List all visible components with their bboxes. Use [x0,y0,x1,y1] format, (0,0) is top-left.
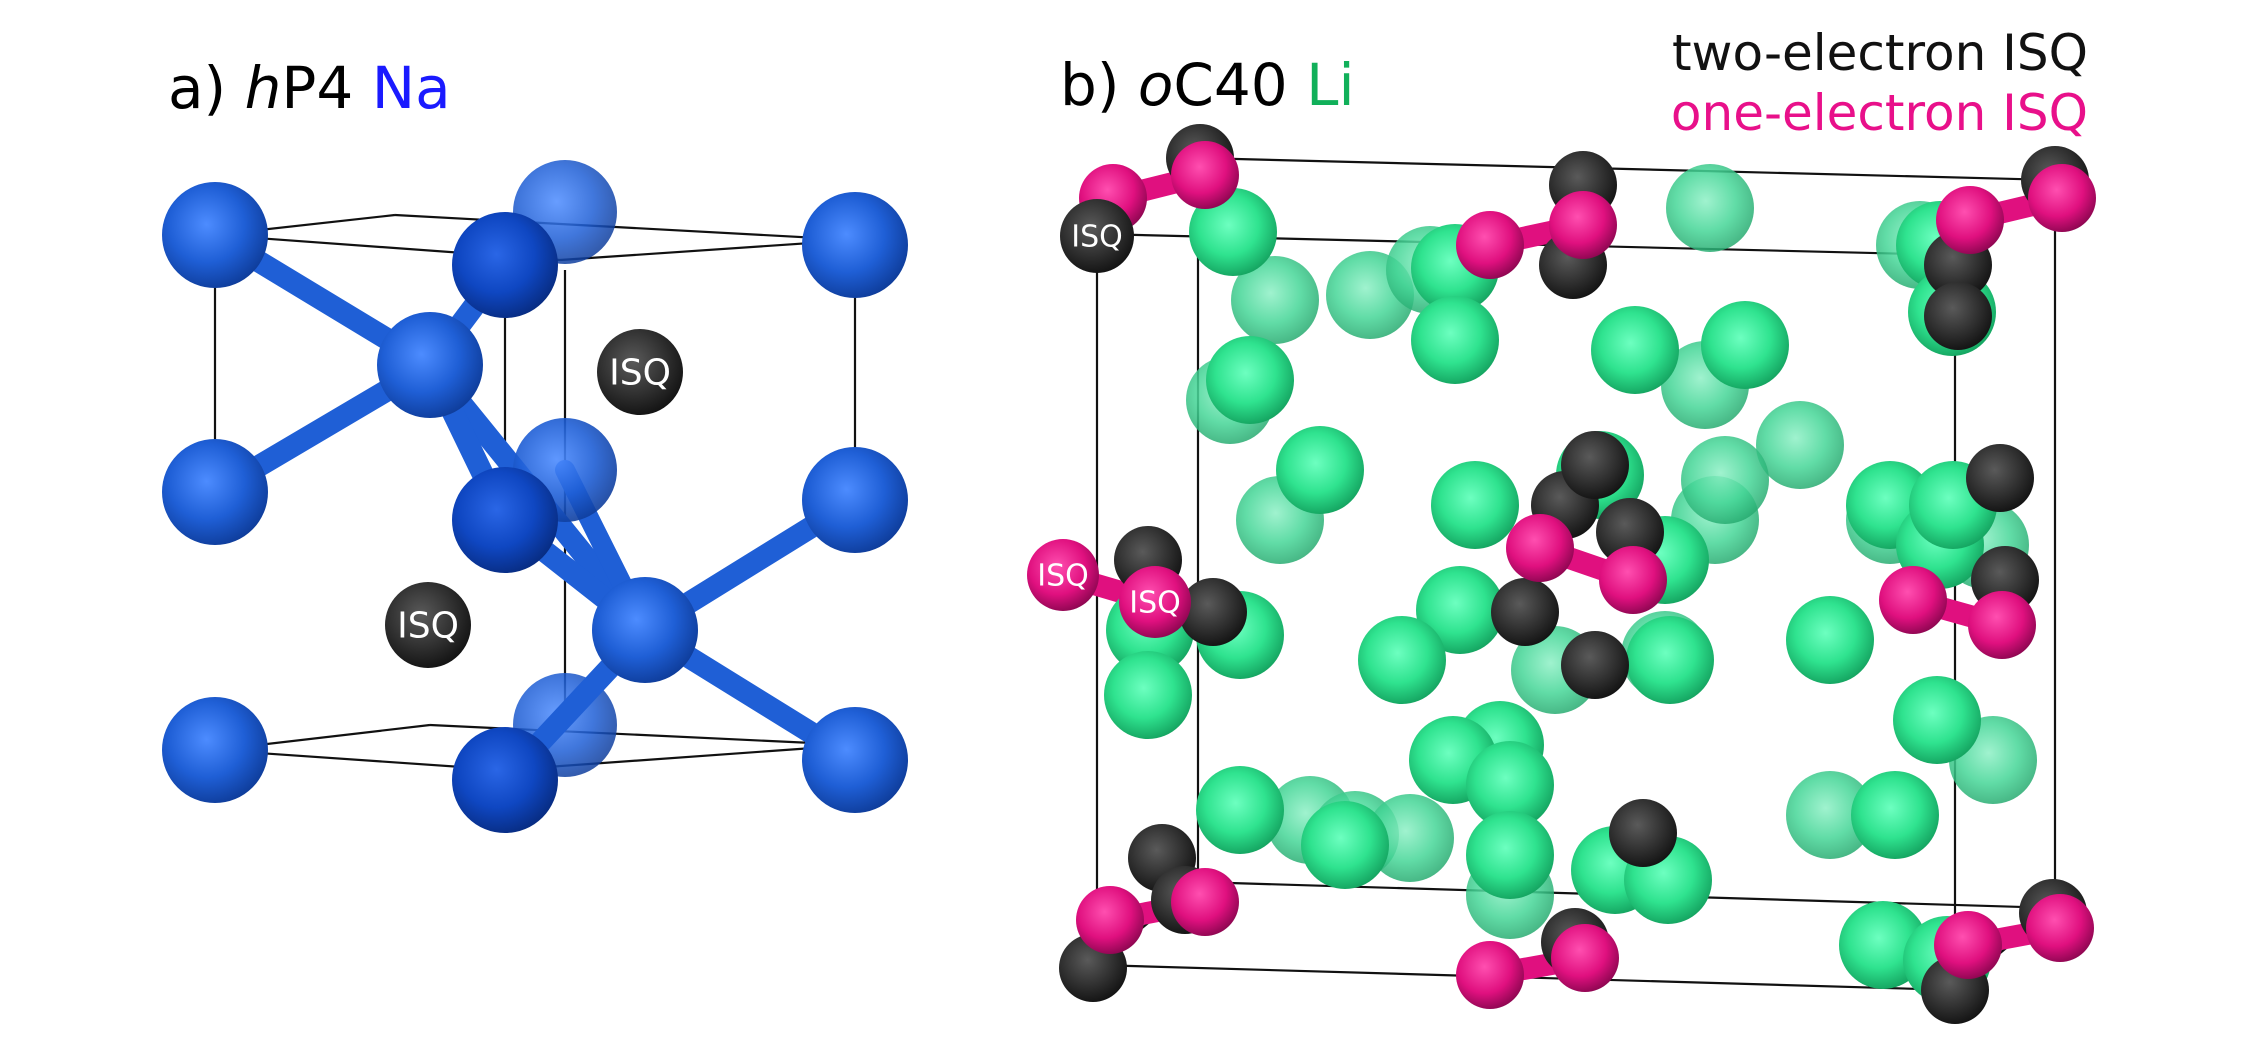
panel-b-isq: ISQ ISQ ISQ [1027,124,2096,1024]
na-atom [162,439,268,545]
na-atom [377,312,483,418]
isq-two-electron [1561,631,1629,699]
li-atom [1756,401,1844,489]
li-atom [1301,801,1389,889]
na-atom [802,447,908,553]
isq-one-electron [1076,886,1144,954]
na-atom [452,727,558,833]
legend-one-electron: one-electron ISQ [1671,84,2088,142]
na-atom [452,212,558,318]
isq-one-electron [1549,191,1617,259]
panel-a-atoms [162,182,908,833]
panel-b: b) oC40 Li two-electron ISQ one-electron… [1027,24,2096,1024]
na-atom [592,577,698,683]
isq-one-electron [1506,514,1574,582]
isq-one-electron [1968,591,2036,659]
panel-a-isq: ISQ ISQ [385,329,683,668]
li-atom [1366,794,1454,882]
li-atom [1431,461,1519,549]
isq-two-electron [1596,498,1664,566]
li-atom [1786,771,1874,859]
isq-two-electron [1609,799,1677,867]
na-atom [802,192,908,298]
li-atom [1893,676,1981,764]
isq-label: ISQ [1071,220,1123,255]
isq-label: ISQ [1129,586,1181,621]
panel-a-title: a) hP4 Na [168,54,451,122]
isq-label: ISQ [1037,559,1089,594]
isq-one-electron [1027,539,1099,611]
li-atom [1466,811,1554,899]
isq-two-electron [1491,578,1559,646]
isq-one-electron [1934,911,2002,979]
isq-two-electron [1060,199,1134,273]
isq-one-electron [1171,868,1239,936]
li-atom [1591,306,1679,394]
isq-two-electron [1966,444,2034,512]
li-atom [1411,296,1499,384]
isq-one-electron [1879,566,1947,634]
isq-one-electron [1599,546,1667,614]
li-atom [1189,188,1277,276]
isq-one-electron [1456,211,1524,279]
isq-one-electron [1171,141,1239,209]
li-atom [1104,651,1192,739]
na-atom [162,182,268,288]
li-atom [1358,616,1446,704]
li-atom [1626,616,1714,704]
isq-two-electron [1561,431,1629,499]
legend: two-electron ISQ one-electron ISQ [1671,24,2088,142]
isq-one-electron [1936,186,2004,254]
li-atom [1701,301,1789,389]
isq-two-electron [385,582,471,668]
isq-label: ISQ [609,353,671,394]
isq-two-electron [1924,282,1992,350]
isq-one-electron [1119,566,1191,638]
li-atom [1666,164,1754,252]
li-atom [1231,256,1319,344]
isq-label: ISQ [397,606,459,647]
isq-two-electron [597,329,683,415]
li-atom [1416,566,1504,654]
panel-a: a) hP4 Na [162,54,908,833]
li-atom [1276,426,1364,514]
li-atom [1196,766,1284,854]
li-atom [1466,741,1554,829]
isq-one-electron [1551,924,1619,992]
na-atom [162,697,268,803]
isq-one-electron [2026,894,2094,962]
isq-one-electron [2028,164,2096,232]
li-atom [1851,771,1939,859]
isq-one-electron [1456,941,1524,1009]
legend-two-electron: two-electron ISQ [1672,24,2088,82]
li-atom [1786,596,1874,684]
isq-two-electron [1179,578,1247,646]
na-atom [802,707,908,813]
li-atom [1681,436,1769,524]
na-atom [452,467,558,573]
li-atom [1206,336,1294,424]
panel-b-title: b) oC40 Li [1060,51,1355,119]
